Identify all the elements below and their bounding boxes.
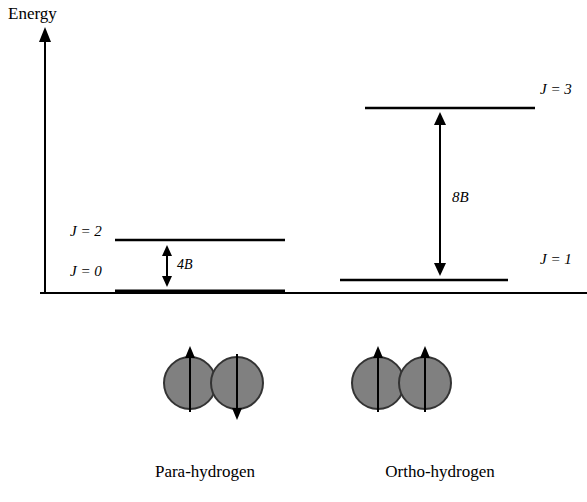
energy-axis [44, 40, 46, 293]
level-line [365, 107, 535, 110]
gap-label: 4B [177, 257, 193, 274]
arrowhead [420, 346, 430, 358]
level-line [115, 290, 285, 293]
spin-arrow [189, 356, 191, 412]
species-label: Para-hydrogen [155, 462, 255, 482]
spin-arrow [424, 356, 426, 412]
level-line [340, 279, 508, 282]
gap-label: 8B [452, 188, 469, 206]
arrowhead [434, 112, 446, 125]
arrowhead [162, 276, 172, 287]
spin-arrow [236, 354, 238, 410]
gap-arrow [166, 254, 168, 278]
level-label: J = 0 [70, 262, 102, 280]
spin-arrow [377, 356, 379, 412]
level-label: J = 3 [540, 80, 572, 98]
level-label: J = 2 [70, 222, 102, 240]
arrowhead [162, 245, 172, 256]
species-label: Ortho-hydrogen [385, 462, 495, 482]
arrowhead [185, 346, 195, 358]
level-label: J = 1 [540, 250, 572, 268]
axis-label: Energy [8, 4, 57, 24]
arrowhead [232, 408, 242, 420]
baseline-axis [40, 292, 587, 294]
arrowhead [373, 346, 383, 358]
axis-arrowhead [39, 27, 51, 42]
arrowhead [434, 263, 446, 276]
level-line [115, 239, 285, 242]
gap-arrow [439, 122, 441, 266]
